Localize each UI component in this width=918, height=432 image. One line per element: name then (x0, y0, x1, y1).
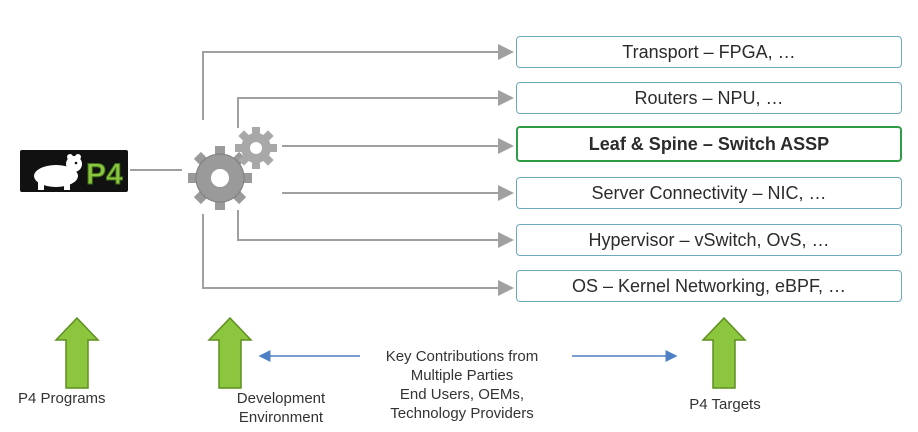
contrib-line4: Technology Providers (390, 405, 534, 422)
target-box: Leaf & Spine – Switch ASSP (516, 126, 902, 162)
target-box: Server Connectivity – NIC, … (516, 177, 902, 209)
caption-p4-programs: P4 Programs (18, 390, 106, 407)
target-box: Transport – FPGA, … (516, 36, 902, 68)
connector-transport (202, 44, 514, 120)
arrow-dev-env (207, 316, 253, 389)
target-box: Hypervisor – vSwitch, OvS, … (516, 224, 902, 256)
gear-connectors (202, 44, 514, 296)
target-box: Routers – NPU, … (516, 82, 902, 114)
dev-env-line2: Environment (238, 409, 324, 426)
connector-hypervisor (237, 210, 514, 248)
connector-os (202, 214, 514, 296)
arrow-p4-targets (701, 316, 747, 389)
p4-logo-text: P4 (86, 158, 123, 191)
gears-icon (188, 127, 277, 210)
contrib-line3: End Users, OEMs, (399, 386, 525, 403)
connector-routers (237, 90, 514, 128)
caption-dev-env: Development Environment (226, 389, 336, 427)
contrib-line1: Key Contributions from (385, 348, 539, 365)
p4-bear-logo-icon: P4 (20, 150, 128, 192)
arrow-p4-programs (54, 316, 100, 389)
contrib-line2: Multiple Parties (410, 367, 514, 384)
caption-contributions: Key Contributions from Multiple Parties … (362, 347, 562, 423)
dev-env-line1: Development (236, 390, 326, 407)
target-box: OS – Kernel Networking, eBPF, … (516, 270, 902, 302)
caption-p4-targets: P4 Targets (689, 396, 761, 413)
